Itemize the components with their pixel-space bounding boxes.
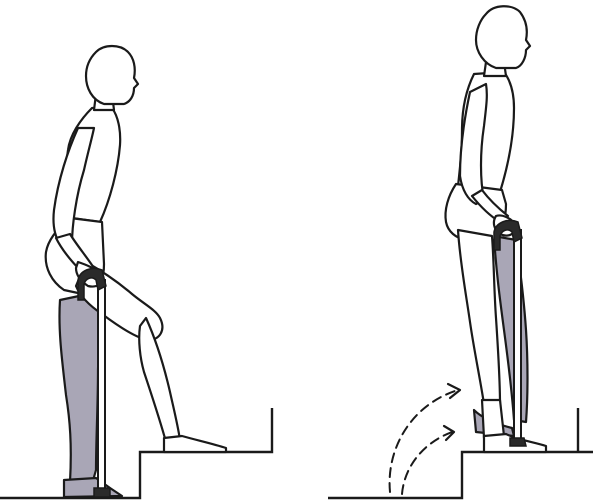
left-leading-foot [164, 436, 226, 452]
left-cane-tip [94, 488, 110, 497]
right-stairs [328, 452, 593, 498]
left-panel [0, 46, 272, 498]
left-cane-shaft [98, 280, 105, 490]
right-standing-thigh [458, 230, 500, 404]
left-affected-foot [64, 478, 122, 497]
motion-arrow-upper [390, 390, 458, 492]
right-panel [328, 6, 593, 498]
right-standing-shin [482, 400, 504, 438]
left-affected-leg [59, 292, 99, 484]
right-cane-shaft [514, 230, 521, 442]
left-head [86, 46, 138, 104]
motion-arrow-lower [402, 432, 452, 494]
right-head [476, 6, 530, 68]
right-cane-tip [510, 438, 526, 446]
left-stairs [0, 408, 272, 498]
